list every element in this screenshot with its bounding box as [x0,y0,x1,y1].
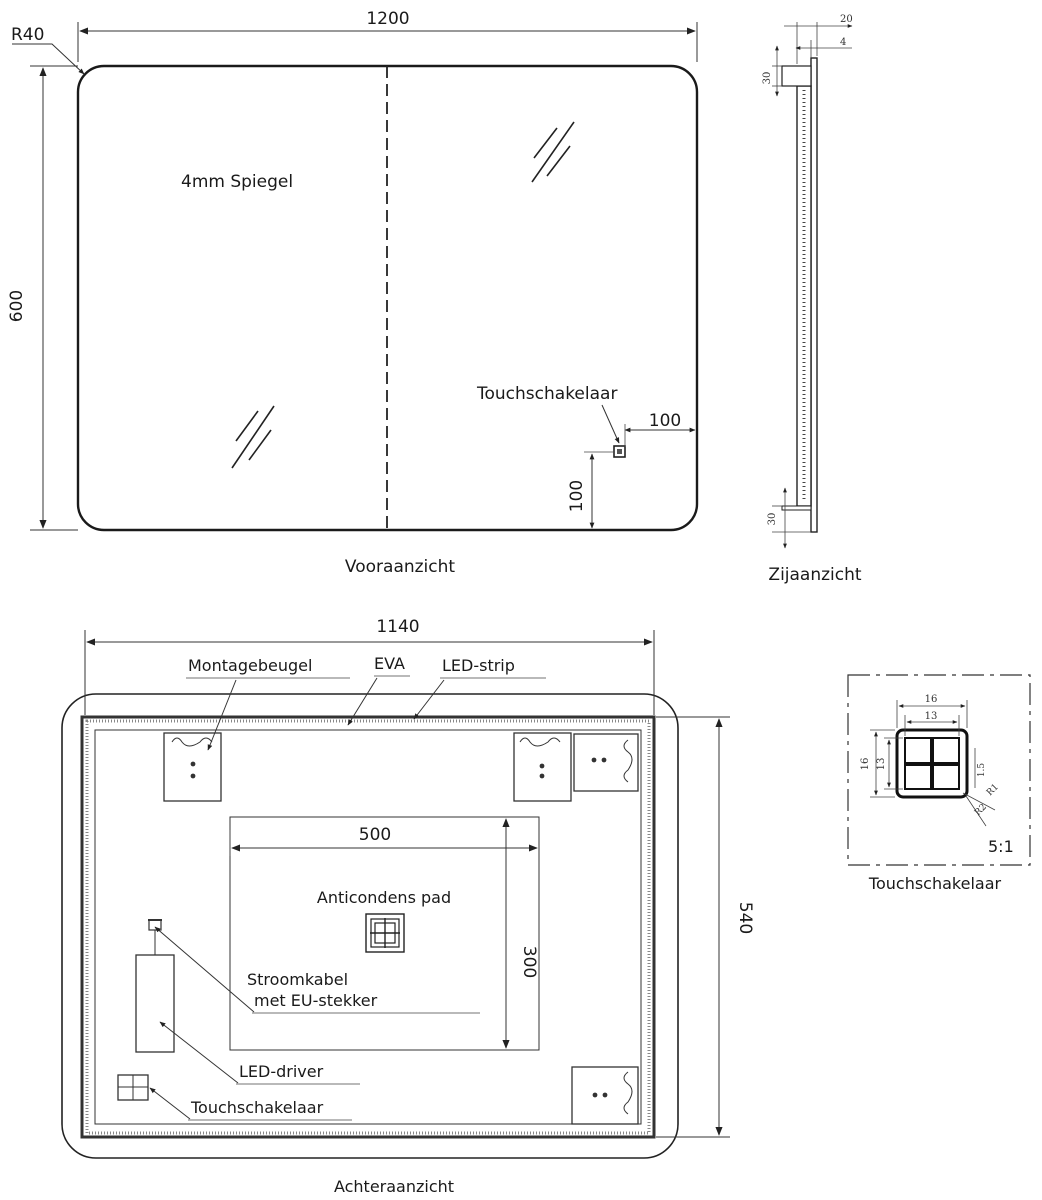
mounting-bracket-right-lower [571,1066,639,1125]
detail-r2-leader [965,795,987,827]
side-dim-bottom-30: 30 [767,513,778,526]
detail-dim-13-v: 13 [876,758,887,771]
mounting-bracket-right-upper [573,733,639,792]
front-height-dimension: 600 [7,290,27,322]
side-dim-20: 20 [840,14,853,25]
front-view-caption: Vooraanzicht [345,557,455,577]
side-bottom-bracket [781,505,812,511]
led-strip-leader [413,679,445,720]
back-switch-label: Touchschakelaar [190,1098,324,1117]
cable-label-line1: Stroomkabel [247,970,348,989]
side-view: 20 4 30 30 Zijaanzicht [762,14,862,585]
front-switch-leader [601,404,620,444]
detail-dim-r1: R1 [985,782,1001,798]
pad-label: Anticondens pad [317,888,451,907]
back-view-caption: Achteraanzicht [334,1177,454,1196]
side-dim-top-30: 30 [762,72,773,85]
led-driver [135,919,175,1053]
front-switch-label: Touchschakelaar [476,384,617,404]
front-width-dimension: 1200 [366,9,409,29]
eva-label: EVA [374,654,405,673]
mirror-label: 4mm Spiegel [181,172,293,192]
mounting-bracket-top-right [513,732,572,802]
detail-dim-13-h: 13 [925,711,938,722]
reflection-hatch-top [531,121,575,183]
reflection-hatch-bottom [231,405,275,469]
mounting-bracket-top-left [163,732,222,802]
led-strip-label: LED-strip [442,656,515,675]
side-top-bracket [781,65,812,87]
pad-height-dimension: 300 [519,946,539,978]
back-switch-leader [149,1087,191,1120]
back-switch-icon [117,1074,149,1101]
pad-connector-icon [365,913,405,953]
detail-dim-16-h: 16 [925,694,938,705]
detail-r1-leader [962,792,996,811]
side-glass [810,57,818,533]
back-view: 1140 540 [61,617,755,1196]
detail-dim-1-5: 1.5 [977,763,987,778]
detail-dim-16-v: 16 [860,758,871,771]
radius-leader [12,43,85,75]
back-mirror-outline [61,693,679,1159]
back-width-dimension: 1140 [376,617,419,637]
eva-leader [347,677,378,726]
front-mirror-outline [76,64,699,532]
switch-detail: 16 13 16 13 1.5 R1 R2 5:1 Touchschakelaa… [847,674,1031,893]
detail-scale: 5:1 [988,837,1014,856]
front-switch-offset-right: 100 [649,411,681,431]
side-dim-4: 4 [840,37,846,48]
detail-caption: Touchschakelaar [868,874,1002,893]
cable-leader [154,926,255,1013]
back-frame-outer [80,715,656,1139]
side-view-caption: Zijaanzicht [768,565,861,585]
back-frame-inner [94,729,642,1125]
front-view: 1200 600 R40 4mm Spiegel Touchschakelaar… [7,9,699,577]
bracket-leader [207,679,237,751]
detail-frame [847,674,1031,866]
detail-dim-r2: R2 [973,802,989,818]
radius-label: R40 [11,25,44,45]
pad-width-dimension: 500 [359,825,391,845]
back-height-dimension: 540 [735,902,755,934]
anticondens-pad [229,816,540,1051]
driver-leader [159,1021,239,1084]
back-led-strip [85,719,651,1135]
bracket-label: Montagebeugel [188,656,312,675]
front-switch-offset-bottom: 100 [567,480,587,512]
driver-label: LED-driver [239,1062,324,1081]
cable-label-line2: met EU-stekker [254,991,378,1010]
